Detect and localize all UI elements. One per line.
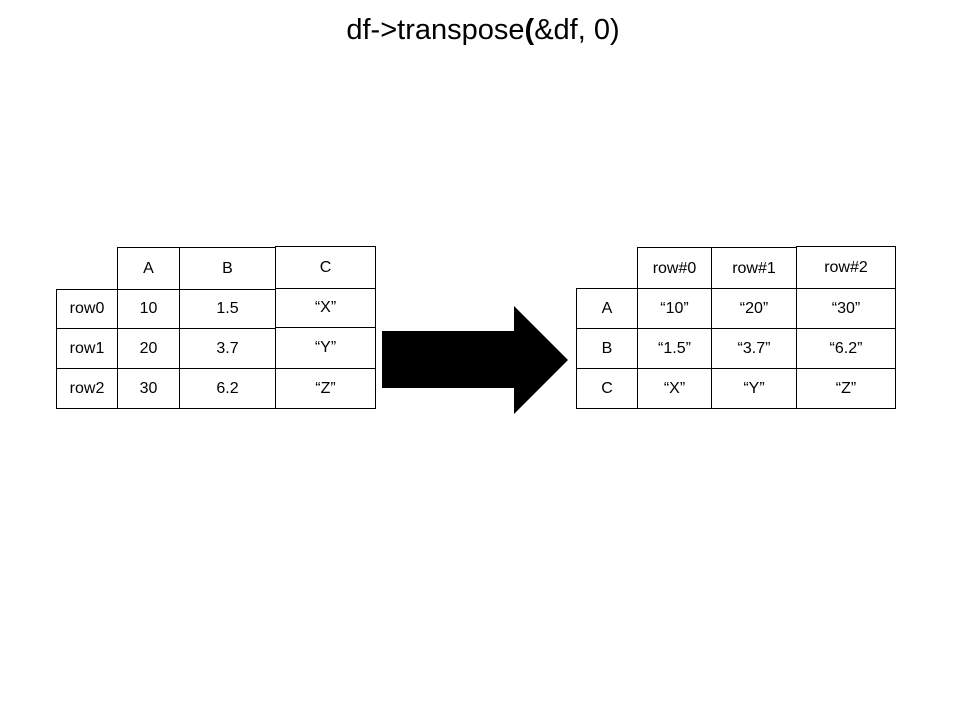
right-cell: “10”	[637, 288, 712, 329]
right-cell: “30”	[796, 288, 896, 329]
right-arrow-icon	[382, 306, 568, 414]
right-col-header-row2: row#2	[796, 246, 896, 289]
right-cell: “20”	[711, 288, 797, 329]
right-row-label-a: A	[576, 288, 638, 329]
right-col-header-row1: row#1	[711, 247, 797, 290]
left-cell: 6.2	[179, 368, 276, 409]
title-arguments: &df, 0)	[534, 14, 620, 46]
left-col-header-b: B	[179, 247, 276, 290]
left-cell: “Y”	[275, 327, 376, 369]
right-cell: “1.5”	[637, 328, 712, 369]
left-row-label-1: row1	[56, 328, 118, 369]
left-cell: 30	[117, 368, 180, 409]
left-row-label-0: row0	[56, 289, 118, 329]
right-cell: “3.7”	[711, 328, 797, 369]
right-cell: “Y”	[711, 368, 797, 409]
left-cell: 10	[117, 289, 180, 329]
left-cell: “X”	[275, 288, 376, 328]
left-col-header-c: C	[275, 246, 376, 289]
title-open-paren: (	[524, 14, 535, 46]
right-row-label-b: B	[576, 328, 638, 369]
left-row-label-2: row2	[56, 368, 118, 409]
diagram-title: df->transpose(&df, 0)	[0, 10, 960, 50]
right-cell: “Z”	[796, 368, 896, 409]
right-row-label-c: C	[576, 368, 638, 409]
right-col-header-row0: row#0	[637, 247, 712, 290]
left-cell: 20	[117, 328, 180, 369]
left-cell: 3.7	[179, 328, 276, 369]
right-cell: “X”	[637, 368, 712, 409]
left-cell: “Z”	[275, 368, 376, 409]
title-function: df->transpose	[346, 14, 525, 46]
left-cell: 1.5	[179, 289, 276, 329]
left-col-header-a: A	[117, 247, 180, 290]
right-cell: “6.2”	[796, 328, 896, 369]
arrow-shape	[382, 306, 568, 414]
